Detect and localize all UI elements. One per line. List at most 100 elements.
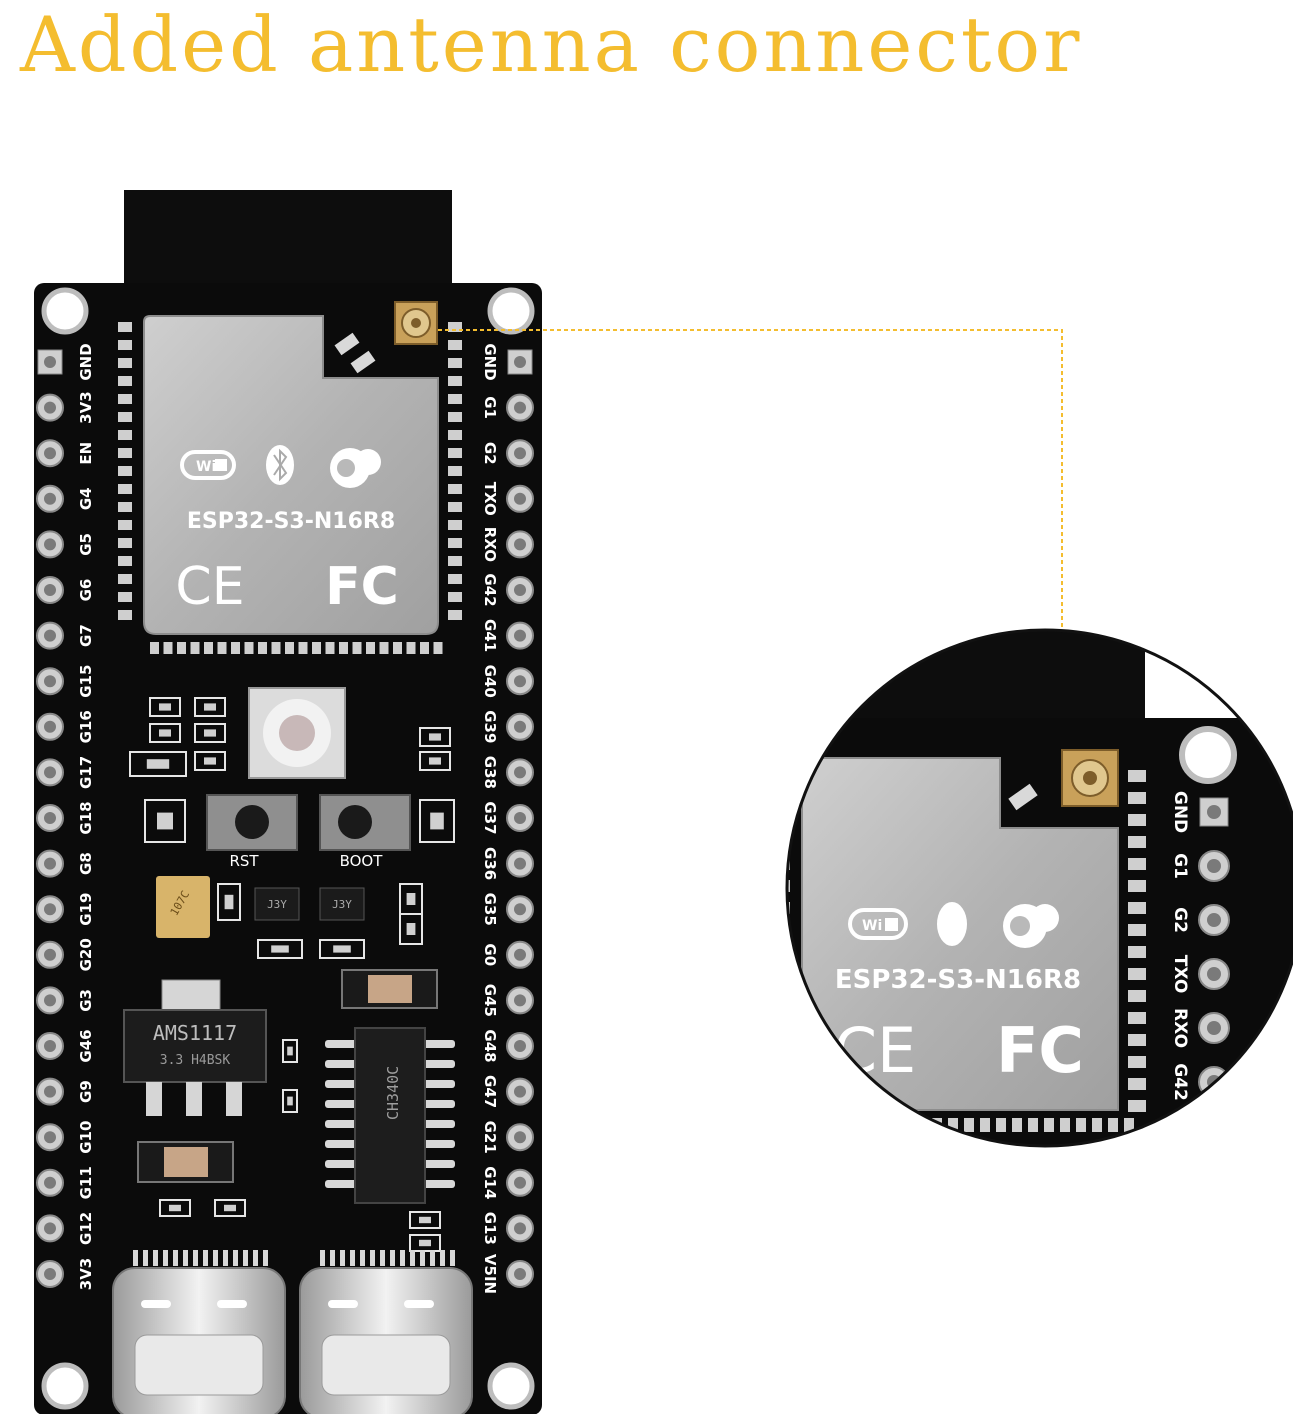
rst-button <box>206 794 298 851</box>
zoom-pin-label: GND <box>1170 791 1190 833</box>
smd-outline <box>149 723 181 743</box>
right-pin-label: G45 <box>481 984 499 1017</box>
left-pin-label: G16 <box>77 710 95 743</box>
smd-outline <box>214 1199 246 1217</box>
right-pin-label: G36 <box>481 847 499 880</box>
svg-text:AMS1117: AMS1117 <box>153 1021 237 1045</box>
cloud-logo-icon <box>330 448 381 488</box>
smd-outline <box>409 1211 441 1229</box>
dev-board: Wi ESP32-S3-N16R8 CE FC RST <box>34 190 542 1414</box>
svg-text:CH340C: CH340C <box>384 1066 402 1120</box>
left-pin-label: GND <box>77 343 95 380</box>
right-pin-label: G21 <box>481 1121 499 1154</box>
right-pin-label: G14 <box>481 1166 499 1199</box>
svg-text:J3Y: J3Y <box>267 898 287 911</box>
rst-label: RST <box>229 852 259 870</box>
smd-outline <box>129 751 187 777</box>
right-pin-label: G0 <box>481 943 499 966</box>
zoom-pin-label: G42 <box>1170 1063 1190 1101</box>
smd-outline <box>399 913 423 945</box>
svg-text:J3Y: J3Y <box>332 898 352 911</box>
right-pin-label: G40 <box>481 665 499 698</box>
zoom-pin-label: RXO <box>1170 1008 1190 1048</box>
smd-outline <box>319 939 365 959</box>
headline: Added antenna connector <box>20 0 1083 89</box>
boot-label: BOOT <box>340 852 384 870</box>
callout-line <box>438 329 1063 630</box>
right-pin-label: G2 <box>481 442 499 465</box>
antenna-connector <box>334 301 438 374</box>
zoom-bluetooth-icon <box>937 902 967 946</box>
wifi-icon: Wi <box>180 450 236 480</box>
right-pin-labels: GNDG1G2TXORXOG42G41G40G39G38G37G36G35G0G… <box>481 343 499 1294</box>
right-pin-label: G41 <box>481 619 499 652</box>
zoom-pin-label: G2 <box>1170 907 1190 933</box>
left-pin-labels: GND3V3ENG4G5G6G7G15G16G17G18G8G19G20G3G4… <box>77 343 95 1290</box>
left-pin-label: G20 <box>77 938 95 971</box>
usb-uart-chip: CH340C <box>325 1027 455 1204</box>
bluetooth-icon <box>266 445 294 485</box>
smd-outline <box>419 751 451 771</box>
left-pin-label: G11 <box>77 1166 95 1199</box>
ce-mark: CE <box>175 557 244 617</box>
left-pin-label: G15 <box>77 665 95 698</box>
smd-outline <box>282 1089 298 1113</box>
left-pin-label: G19 <box>77 893 95 926</box>
zoom-pin-header <box>1198 797 1230 1098</box>
smd-outline <box>194 751 226 771</box>
smd-outline <box>419 799 455 843</box>
svg-text:Wi: Wi <box>862 918 882 934</box>
zoom-mounting-hole <box>1179 726 1237 784</box>
tantalum-capacitor: 107C <box>156 876 210 938</box>
transistor-1: J3Y <box>254 887 300 921</box>
voltage-regulator: AMS1117 3.3 H4BSK <box>123 979 267 1116</box>
svg-text:Wi: Wi <box>196 459 216 475</box>
smd-outline <box>194 723 226 743</box>
left-pin-label: G6 <box>77 579 95 602</box>
left-pin-label: G10 <box>77 1121 95 1154</box>
right-pin-header <box>506 349 534 1288</box>
left-pin-label: G4 <box>77 487 95 510</box>
right-pin-label: G1 <box>481 396 499 419</box>
transistor-2: J3Y <box>319 887 365 921</box>
left-pin-label: G7 <box>77 624 95 647</box>
rgb-led <box>248 687 346 779</box>
right-pin-label: TXO <box>481 482 499 516</box>
right-pin-label: G39 <box>481 710 499 743</box>
smd-outline <box>194 697 226 717</box>
svg-text:3.3 H4BSK: 3.3 H4BSK <box>160 1053 231 1068</box>
right-pin-label: G13 <box>481 1212 499 1245</box>
left-pin-label: G17 <box>77 756 95 789</box>
smd-resistor-bottom <box>137 1141 234 1183</box>
module-pads <box>118 322 462 654</box>
left-pin-label: G12 <box>77 1212 95 1245</box>
smd-resistor-large <box>341 969 438 1009</box>
smd-outline <box>419 727 451 747</box>
smd-outline <box>217 883 241 921</box>
right-pin-label: G37 <box>481 801 499 834</box>
smd-outline <box>257 939 303 959</box>
smd-outline <box>282 1039 298 1063</box>
left-pin-label: G46 <box>77 1029 95 1062</box>
zoom-circle-border <box>785 628 1293 1148</box>
left-pin-label: EN <box>77 442 95 465</box>
right-pin-label: V5IN <box>481 1254 499 1294</box>
zoom-cloud-logo-icon <box>1003 904 1059 948</box>
smd-outline <box>149 697 181 717</box>
right-pin-label: RXO <box>481 527 499 562</box>
right-pin-label: GND <box>481 343 499 380</box>
usb-c-ports <box>112 1250 473 1414</box>
zoom-wifi-icon: Wi <box>848 908 908 940</box>
zoom-pin-label: TXO <box>1170 955 1190 994</box>
left-pin-label: G8 <box>77 852 95 875</box>
usb-c-port-left <box>112 1250 286 1414</box>
left-pin-header <box>36 349 64 1288</box>
zoom-module-label: ESP32-S3-N16R8 <box>835 965 1081 995</box>
right-pin-label: G48 <box>481 1029 499 1062</box>
usb-c-port-right <box>299 1250 473 1414</box>
zoom-fcc-mark: FC <box>996 1014 1084 1087</box>
fcc-mark: FC <box>325 557 399 617</box>
